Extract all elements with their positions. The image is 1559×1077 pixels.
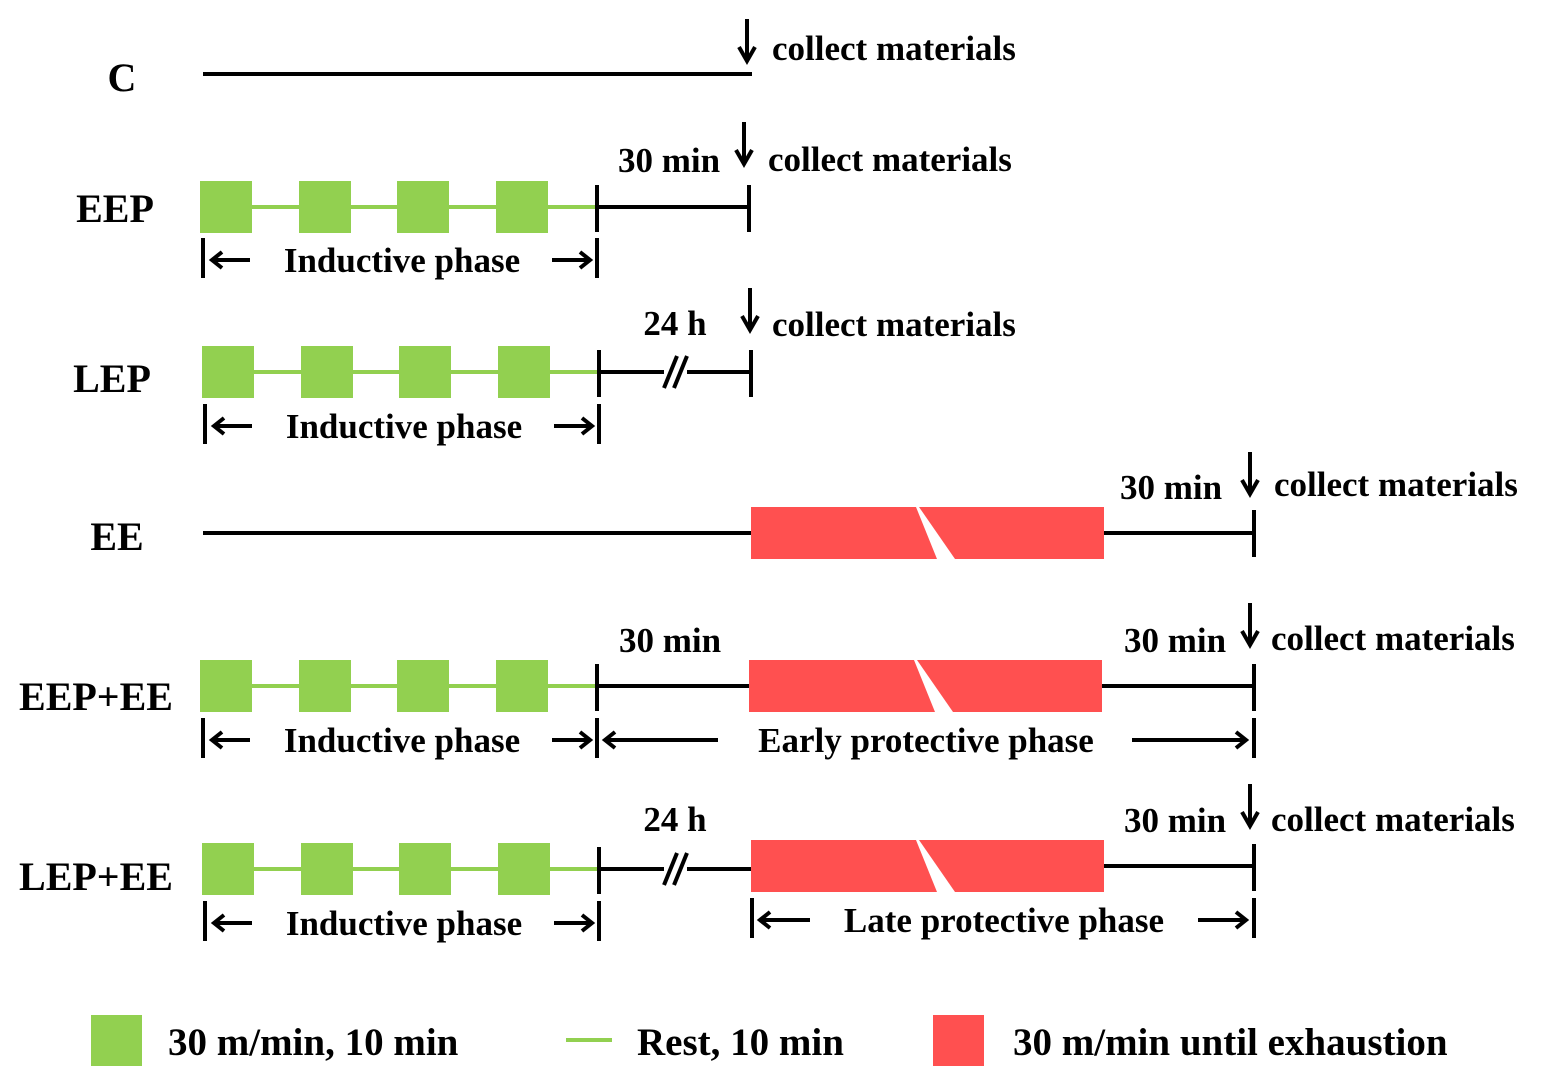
- interval-label-2-eep-ee: 30 min: [1124, 621, 1226, 660]
- row-eep: EEP 30 min collect materials Inductive p…: [76, 120, 1012, 280]
- phase-label-lep: Inductive phase: [286, 407, 522, 446]
- interval-label-eep: 30 min: [618, 141, 720, 180]
- exercise-blocks-lep: [200, 344, 601, 400]
- phase-label-eep-ee: Inductive phase: [284, 721, 520, 760]
- collect-label-ee: collect materials: [1274, 465, 1518, 504]
- exercise-blocks-lep-ee: [200, 841, 601, 897]
- down-arrow-icon: [740, 286, 760, 332]
- exhaustion-bar-ee: [751, 507, 1104, 559]
- group-label-c: C: [108, 55, 137, 100]
- exercise-blocks-eep: [198, 179, 599, 235]
- group-label-eep-ee: EEP+EE: [19, 674, 173, 719]
- row-lep: LEP 24 h collect materials Inductive pha…: [73, 286, 1016, 446]
- collect-label-c: collect materials: [772, 29, 1016, 68]
- group-label-lep-ee: LEP+EE: [19, 854, 173, 899]
- legend-label-exhaustion: 30 m/min until exhaustion: [1013, 1021, 1448, 1064]
- phase-label-eep: Inductive phase: [284, 241, 520, 280]
- group-label-lep: LEP: [73, 356, 151, 401]
- down-arrow-icon: [1240, 782, 1260, 828]
- legend-red-rectangle-icon: [933, 1015, 984, 1066]
- legend-label-rest: Rest, 10 min: [637, 1021, 844, 1064]
- group-label-ee: EE: [90, 514, 143, 559]
- collect-label-eep: collect materials: [768, 140, 1012, 179]
- legend: 30 m/min, 10 min Rest, 10 min 30 m/min u…: [91, 1015, 1448, 1066]
- phase-label-lep-ee: Inductive phase: [286, 904, 522, 943]
- protective-phase-label-eep-ee: Early protective phase: [758, 721, 1094, 760]
- legend-green-square-icon: [91, 1015, 142, 1066]
- row-eep-ee: EEP+EE 30 min 30 min collect materials I…: [19, 601, 1515, 760]
- collect-label-eep-ee: collect materials: [1271, 619, 1515, 658]
- collect-label-lep-ee: collect materials: [1271, 800, 1515, 839]
- down-arrow-icon: [1240, 450, 1260, 496]
- interval-label-lep: 24 h: [643, 304, 706, 343]
- protective-phase-label-lep-ee: Late protective phase: [844, 901, 1164, 940]
- collect-label-lep: collect materials: [772, 305, 1016, 344]
- legend-label-exercise: 30 m/min, 10 min: [168, 1021, 459, 1064]
- exhaustion-bar-eep-ee: [749, 660, 1102, 712]
- row-c: C collect materials: [108, 17, 1016, 100]
- down-arrow-icon: [737, 17, 757, 63]
- down-arrow-icon: [734, 120, 754, 166]
- interval-label-1-lep-ee: 24 h: [643, 800, 706, 839]
- group-label-eep: EEP: [76, 186, 154, 231]
- down-arrow-icon: [1240, 601, 1260, 647]
- interval-label-ee: 30 min: [1120, 468, 1222, 507]
- interval-label-1-eep-ee: 30 min: [619, 621, 721, 660]
- interval-label-2-lep-ee: 30 min: [1124, 801, 1226, 840]
- exhaustion-bar-lep-ee: [751, 840, 1104, 892]
- exercise-blocks-eep-ee: [198, 658, 599, 714]
- row-lep-ee: LEP+EE 24 h 30 min collect materials Ind…: [19, 782, 1515, 943]
- row-ee: EE 30 min collect materials: [90, 450, 1518, 559]
